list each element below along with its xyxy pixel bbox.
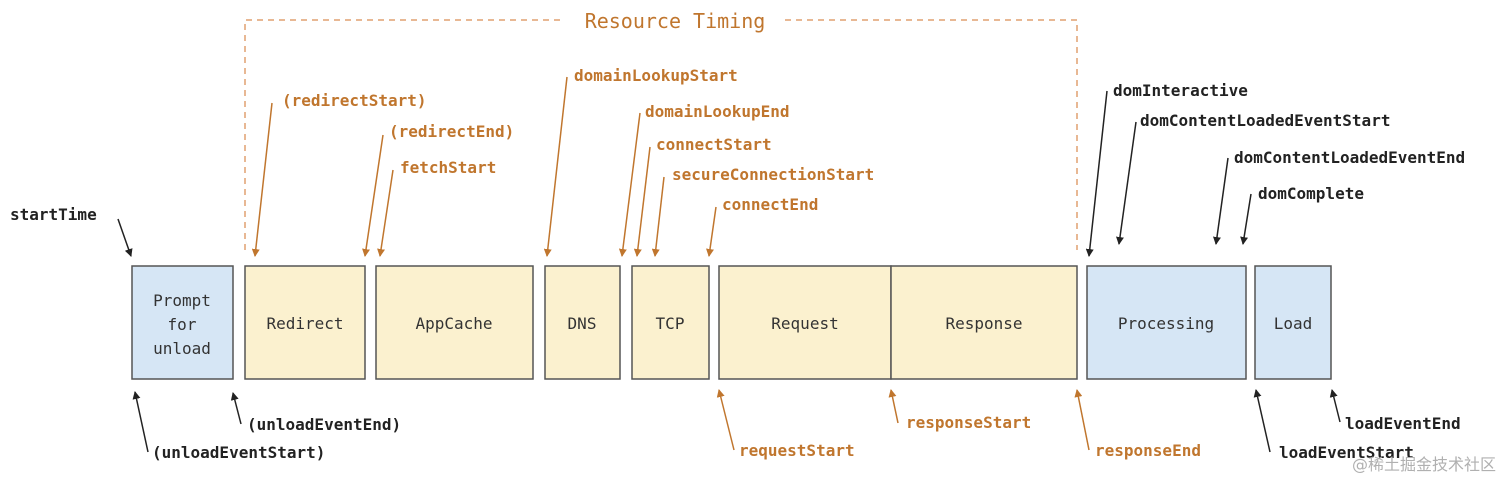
- arrow-domain-lookup-start: [543, 76, 568, 257]
- arrow-load-event-end: [1329, 389, 1341, 423]
- load-label: Load: [1274, 314, 1313, 333]
- arrow-request-start: [716, 389, 735, 451]
- event-labels-top: startTime (redirectStart) (redirectEnd) …: [10, 66, 1465, 224]
- arrow-dom-complete: [1240, 193, 1252, 245]
- event-labels-bottom: (unloadEventStart) (unloadEventEnd) requ…: [152, 413, 1461, 462]
- response-box: [890, 265, 1078, 380]
- label-start-time: startTime: [10, 205, 97, 224]
- redirect-box: [244, 265, 366, 380]
- arrow-unload-event-start: [132, 391, 149, 453]
- redirect-label: Redirect: [266, 314, 343, 333]
- arrow-redirect-start: [251, 102, 273, 257]
- arrow-dom-content-loaded-start: [1116, 121, 1137, 245]
- tcp-label: TCP: [656, 314, 685, 333]
- response-label: Response: [945, 314, 1022, 333]
- arrow-domain-lookup-end: [618, 112, 641, 257]
- label-fetch-start: fetchStart: [400, 158, 496, 177]
- appcache-box: [375, 265, 534, 380]
- label-request-start: requestStart: [739, 441, 855, 460]
- label-response-start: responseStart: [906, 413, 1031, 432]
- arrow-secure-connection-start: [651, 176, 665, 257]
- label-dom-interactive: domInteractive: [1113, 81, 1248, 100]
- dns-box: [544, 265, 621, 380]
- arrow-response-start: [888, 389, 899, 424]
- prompt-line-1: Prompt: [153, 291, 211, 310]
- request-box: [718, 265, 892, 380]
- appcache-label: AppCache: [415, 314, 492, 333]
- arrow-load-event-start: [1253, 389, 1271, 453]
- arrow-dom-content-loaded-end: [1213, 157, 1229, 245]
- label-domain-lookup-start: domainLookupStart: [574, 66, 738, 85]
- watermark: @稀土掘金技术社区: [1352, 455, 1496, 474]
- resource-timing-bracket: Resource Timing: [244, 9, 1078, 250]
- label-dom-content-loaded-start: domContentLoadedEventStart: [1140, 111, 1390, 130]
- label-unload-event-end: (unloadEventEnd): [247, 415, 401, 434]
- arrows-bottom: [132, 389, 1341, 453]
- request-label: Request: [771, 314, 838, 333]
- arrows-top: [117, 76, 1252, 257]
- label-connect-end: connectEnd: [722, 195, 818, 214]
- resource-timing-title: Resource Timing: [585, 9, 766, 33]
- label-load-event-start: loadEventStart: [1279, 443, 1414, 462]
- arrow-connect-end: [706, 206, 717, 257]
- label-load-event-end: loadEventEnd: [1345, 414, 1461, 433]
- arrow-start-time: [117, 218, 133, 257]
- dns-label: DNS: [568, 314, 597, 333]
- label-secure-connection-start: secureConnectionStart: [672, 165, 874, 184]
- prompt-line-3: unload: [153, 339, 211, 358]
- phase-boxes: Prompt for unload Redirect AppCache DNS …: [131, 265, 1332, 380]
- arrow-unload-event-end: [230, 392, 242, 425]
- tcp-box: [631, 265, 710, 380]
- arrow-fetch-start: [377, 169, 394, 257]
- label-response-end: responseEnd: [1095, 441, 1201, 460]
- label-connect-start: connectStart: [656, 135, 772, 154]
- arrow-dom-interactive: [1085, 90, 1108, 257]
- label-domain-lookup-end: domainLookupEnd: [645, 102, 790, 121]
- label-unload-event-start: (unloadEventStart): [152, 443, 325, 462]
- prompt-for-unload-box: [131, 265, 234, 380]
- label-redirect-end: (redirectEnd): [389, 122, 514, 141]
- label-dom-content-loaded-end: domContentLoadedEventEnd: [1234, 148, 1465, 167]
- arrow-connect-start: [633, 146, 651, 257]
- label-redirect-start: (redirectStart): [282, 91, 427, 110]
- processing-box: [1086, 265, 1247, 380]
- prompt-line-2: for: [168, 315, 197, 334]
- arrow-redirect-end: [362, 134, 384, 257]
- arrow-response-end: [1074, 389, 1090, 451]
- label-dom-complete: domComplete: [1258, 184, 1364, 203]
- processing-label: Processing: [1118, 314, 1214, 333]
- load-box: [1254, 265, 1332, 380]
